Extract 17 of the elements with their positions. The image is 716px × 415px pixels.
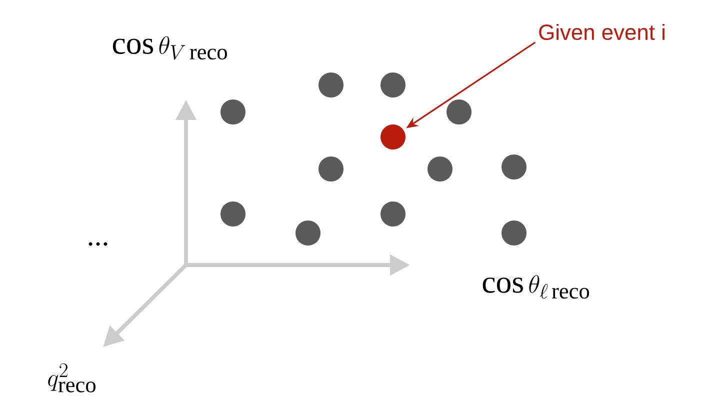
ellipsis: ... <box>88 242 108 246</box>
axis-label: $q^2_{\mathrm{reco}}$ <box>48 363 96 392</box>
data-dot <box>380 72 406 98</box>
data-dot <box>380 202 406 226</box>
data-dot <box>502 154 526 180</box>
data-dot <box>220 100 246 124</box>
annotation-text: Given event i <box>539 24 664 40</box>
data-dot <box>446 100 472 124</box>
data-dot <box>428 156 452 182</box>
axis-label: $\cos\theta_{\ell\,\mathrm{reco}}$ <box>482 275 590 299</box>
axis-label: $\cos\theta_{V\,\mathrm{reco}}$ <box>112 36 227 60</box>
highlighted-dot <box>380 124 406 150</box>
data-dot <box>220 202 246 226</box>
data-dot <box>296 220 320 246</box>
data-dot <box>502 220 526 246</box>
data-dot <box>318 156 344 182</box>
data-dot <box>318 72 344 98</box>
